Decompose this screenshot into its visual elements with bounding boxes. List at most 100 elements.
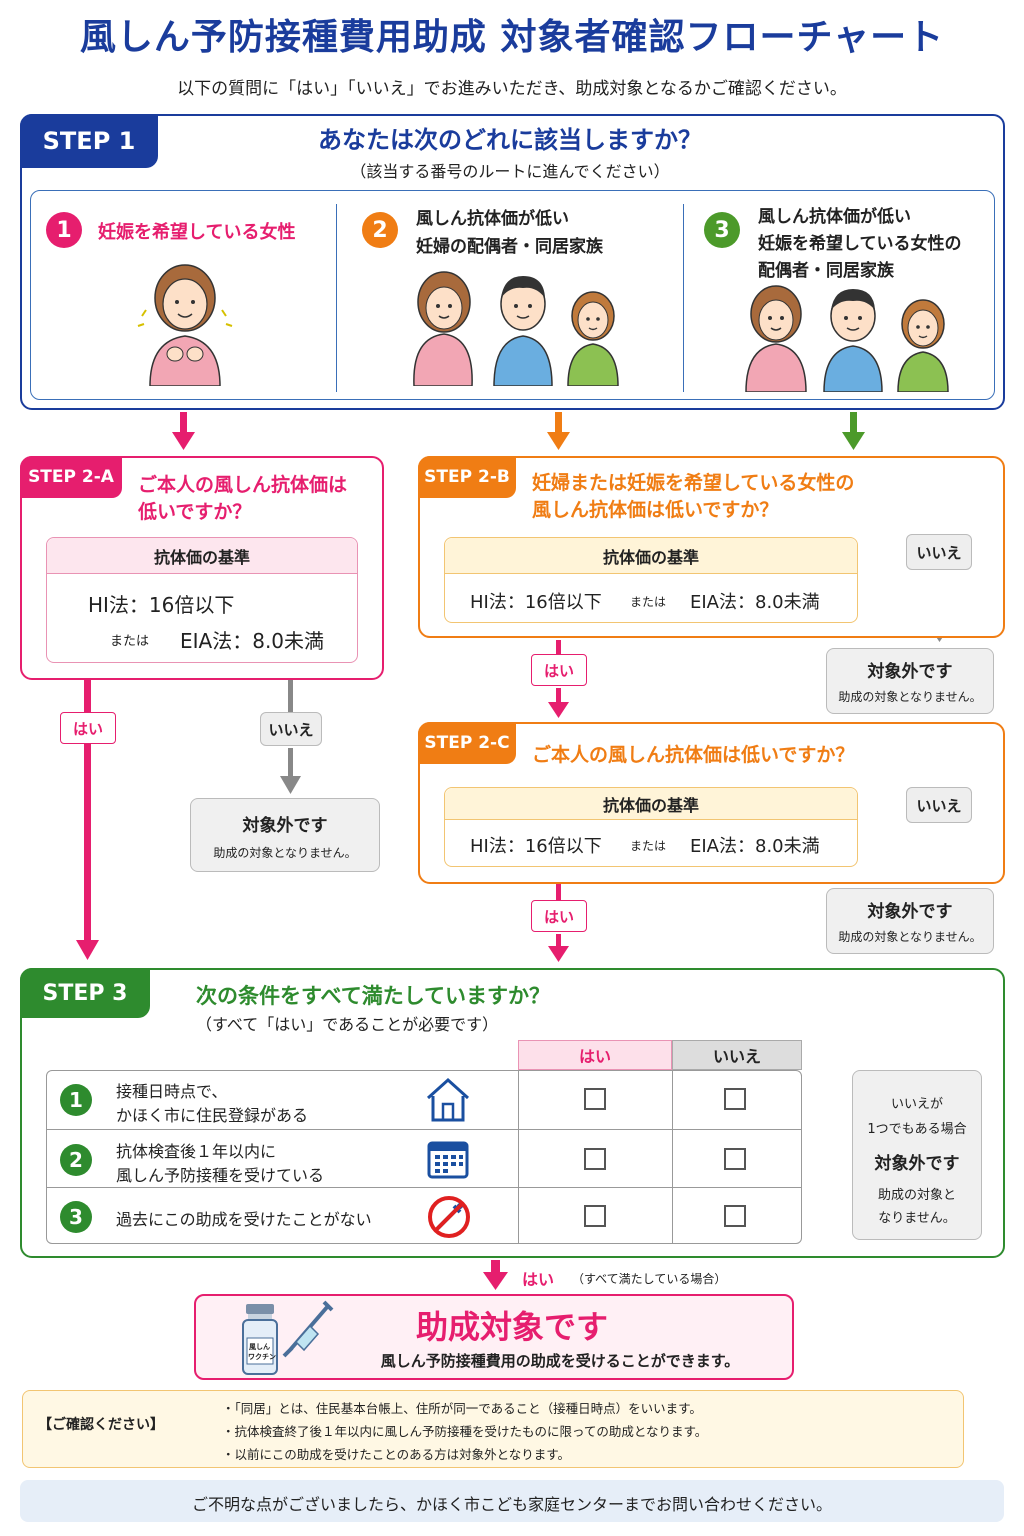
not-eligible-box: 対象外です 助成の対象となりません。 bbox=[190, 798, 380, 872]
col-no-header: いいえ bbox=[672, 1040, 802, 1070]
condition2-line1: 抗体検査後１年以内に bbox=[116, 1142, 277, 1161]
option3-number: 3 bbox=[704, 212, 740, 248]
option3-line3: 配偶者・同居家族 bbox=[758, 261, 894, 281]
conditions-table bbox=[46, 1070, 802, 1244]
condition2-line2: 風しん予防接種を受けている bbox=[116, 1166, 325, 1185]
hi-criterion: HI法：16倍以下 bbox=[88, 593, 235, 617]
condition2-no-checkbox[interactable] bbox=[724, 1148, 746, 1170]
step3-note: （すべて「はい」であることが必要です） bbox=[196, 1015, 499, 1034]
step1-note: （該当する番号のルートに進んでください） bbox=[350, 162, 670, 181]
condition3-yes-checkbox[interactable] bbox=[584, 1205, 606, 1227]
confirm-item: ・「同居」とは、住民基本台帳上、住所が同一であること（接種日時点）をいいます。 bbox=[222, 1401, 702, 1416]
option3-line1: 風しん抗体価が低い bbox=[758, 207, 911, 227]
condition1-yes-checkbox[interactable] bbox=[584, 1088, 606, 1110]
condition1-line1: 接種日時点で、 bbox=[116, 1082, 228, 1101]
step2b-criteria: 抗体価の基準 bbox=[444, 537, 858, 623]
ng-title: 対象外です bbox=[874, 1154, 960, 1174]
step2a-question-line2: 低いですか？ bbox=[138, 501, 252, 523]
no-label: いいえ bbox=[260, 712, 322, 746]
step1-tag: STEP 1 bbox=[20, 114, 158, 168]
woman-illustration bbox=[745, 285, 807, 392]
yes-label: はい bbox=[60, 712, 116, 744]
result-yes-label: はい bbox=[522, 1270, 555, 1289]
ng-desc-line1: 助成の対象と bbox=[877, 1188, 956, 1203]
eligible-title: 助成対象です bbox=[415, 1308, 608, 1346]
divider bbox=[518, 1070, 519, 1244]
option2-number: 2 bbox=[362, 212, 398, 248]
child-illustration bbox=[897, 299, 949, 392]
eligible-desc: 風しん予防接種費用の助成を受けることができます。 bbox=[380, 1352, 740, 1370]
pregnant-woman-illustration bbox=[413, 271, 473, 386]
condition3-no-checkbox[interactable] bbox=[724, 1205, 746, 1227]
not-eligible-desc: 助成の対象となりません。 bbox=[838, 690, 982, 704]
option2-line2: 妊婦の配偶者・同居家族 bbox=[416, 237, 603, 257]
ng-desc-line2: なりません。 bbox=[878, 1211, 956, 1226]
criteria-title: 抗体価の基準 bbox=[445, 538, 857, 574]
confirm-item: ・抗体検査終了後１年以内に風しん予防接種を受けたものに限っての助成となります。 bbox=[222, 1424, 708, 1439]
not-eligible-desc: 助成の対象となりません。 bbox=[838, 930, 982, 944]
vial-label-line1: 風しん bbox=[249, 1343, 270, 1351]
not-eligible-title: 対象外です bbox=[242, 816, 328, 836]
no-vaccine-icon bbox=[428, 1196, 470, 1238]
step3-panel bbox=[20, 968, 1005, 1258]
woman-illustration bbox=[137, 264, 233, 386]
condition2-yes-checkbox[interactable] bbox=[584, 1148, 606, 1170]
divider bbox=[672, 1070, 673, 1244]
option1-label: 妊娠を希望している女性 bbox=[98, 222, 296, 243]
confirm-panel bbox=[22, 1390, 964, 1468]
step2c-tag: STEP 2-C bbox=[418, 722, 516, 764]
result-yes-note: （すべて満たしている場合） bbox=[572, 1272, 727, 1286]
yes-label: はい bbox=[531, 900, 587, 932]
step2b-question-line2: 風しん抗体価は低いですか？ bbox=[532, 499, 779, 521]
footer-bar bbox=[20, 1480, 1004, 1522]
divider bbox=[683, 204, 684, 392]
criteria-title: 抗体価の基準 bbox=[47, 538, 357, 574]
arrow-down bbox=[172, 412, 865, 450]
step3-tag: STEP 3 bbox=[20, 968, 150, 1018]
step2c-question: ご本人の風しん抗体価は低いですか？ bbox=[532, 744, 855, 766]
eia-criterion: EIA法：8.0未満 bbox=[690, 592, 820, 613]
child-illustration bbox=[567, 291, 619, 386]
hi-criterion: HI法：16倍以下 bbox=[470, 836, 602, 857]
ng-condition-line2: 1つでもある場合 bbox=[867, 1122, 967, 1137]
step2a-tag: STEP 2-A bbox=[20, 456, 122, 498]
step2b-tag: STEP 2-B bbox=[418, 456, 516, 498]
footer-text: ご不明な点がございましたら、かほく市こども家庭センターまでお問い合わせください。 bbox=[191, 1495, 832, 1514]
option3-line2: 妊娠を希望している女性の bbox=[758, 234, 962, 254]
step3-not-eligible-box: いいえが 1つでもある場合 対象外です 助成の対象と なりません。 bbox=[852, 1070, 982, 1240]
eia-criterion: EIA法：8.0未満 bbox=[690, 836, 820, 857]
man-illustration bbox=[493, 276, 553, 386]
vial-label-line2: ワクチン bbox=[248, 1353, 276, 1361]
condition2-number: 2 bbox=[60, 1144, 92, 1176]
or-label: または bbox=[110, 634, 150, 649]
eia-criterion: EIA法：8.0未満 bbox=[180, 629, 325, 653]
no-label: いいえ bbox=[906, 787, 972, 823]
criteria-title: 抗体価の基準 bbox=[445, 788, 857, 820]
not-eligible-title: 対象外です bbox=[867, 902, 953, 922]
condition1-number: 1 bbox=[60, 1084, 92, 1116]
option1-number: 1 bbox=[46, 212, 82, 248]
step3-question: 次の条件をすべて満たしていますか？ bbox=[196, 984, 551, 1008]
ng-condition-line1: いいえが bbox=[890, 1097, 943, 1112]
step1-question: あなたは次のどれに該当しますか？ bbox=[318, 126, 702, 154]
or-label: または bbox=[630, 595, 667, 609]
calendar-icon bbox=[427, 1141, 469, 1179]
or-label: または bbox=[630, 839, 667, 853]
condition3-line1: 過去にこの助成を受けたことがない bbox=[116, 1210, 372, 1229]
condition1-no-checkbox[interactable] bbox=[724, 1088, 746, 1110]
house-icon bbox=[426, 1077, 470, 1122]
man-illustration bbox=[823, 289, 883, 392]
page-title: 風しん予防接種費用助成 対象者確認フローチャート bbox=[79, 17, 945, 58]
condition3-number: 3 bbox=[60, 1201, 92, 1233]
eligible-result-box bbox=[194, 1294, 794, 1380]
divider bbox=[46, 1187, 802, 1188]
vaccine-icon bbox=[242, 1300, 334, 1375]
not-eligible-box: 対象外です 助成の対象となりません。 bbox=[826, 648, 994, 714]
condition1-line2: かほく市に住民登録がある bbox=[116, 1106, 309, 1125]
confirm-item: ・以前にこの助成を受けたことのある方は対象外となります。 bbox=[222, 1447, 571, 1462]
not-eligible-desc: 助成の対象となりません。 bbox=[213, 846, 357, 860]
step2b-question-line1: 妊婦または妊娠を希望している女性の bbox=[532, 472, 855, 494]
hi-criterion: HI法：16倍以下 bbox=[470, 592, 602, 613]
step2a-criteria: 抗体価の基準 bbox=[46, 537, 358, 663]
divider bbox=[336, 204, 337, 392]
